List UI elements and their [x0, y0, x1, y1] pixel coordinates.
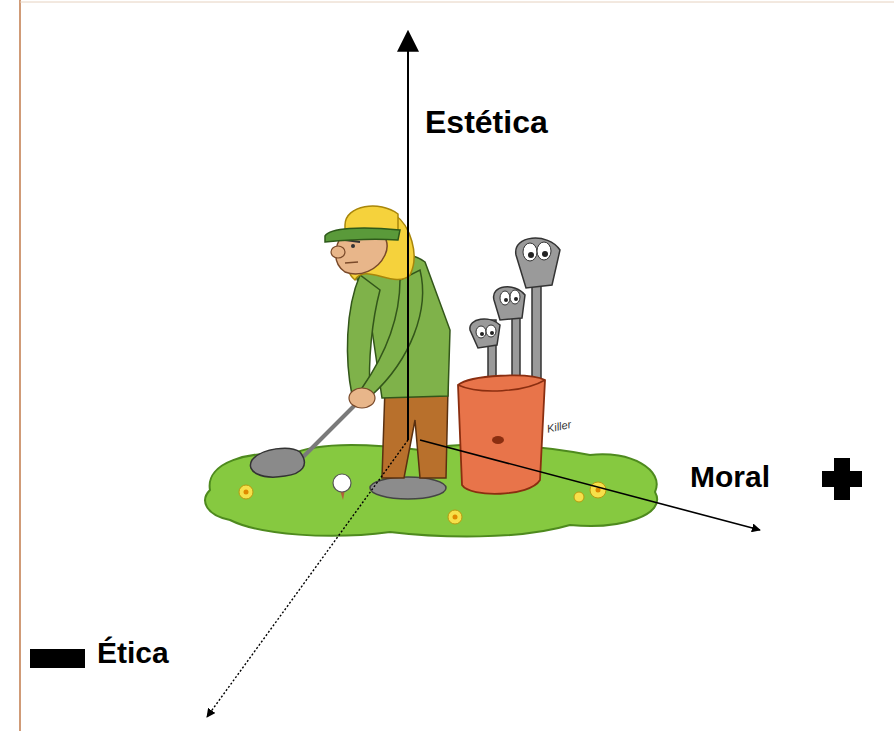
plus-symbol: [822, 458, 862, 500]
golf-ball: [333, 474, 351, 492]
artist-signature: Killer: [546, 419, 572, 435]
axis-arrow: [407, 32, 409, 440]
club-pupils: [480, 251, 548, 336]
axis-label: Estética: [425, 106, 548, 138]
frame-line: [19, 0, 21, 731]
bag-rim: [458, 380, 545, 391]
bag-mouth: [492, 436, 504, 444]
axis-arrow: [207, 440, 408, 717]
golf-bag: [458, 375, 545, 493]
minus-symbol: [30, 649, 85, 668]
frame-line: [20, 2, 894, 3]
golf-clubs: [470, 238, 560, 390]
axis-label: Ética: [97, 638, 169, 668]
golfer: [250, 206, 450, 499]
axis-label: Moral: [690, 462, 770, 492]
club-eyes: [476, 242, 551, 338]
